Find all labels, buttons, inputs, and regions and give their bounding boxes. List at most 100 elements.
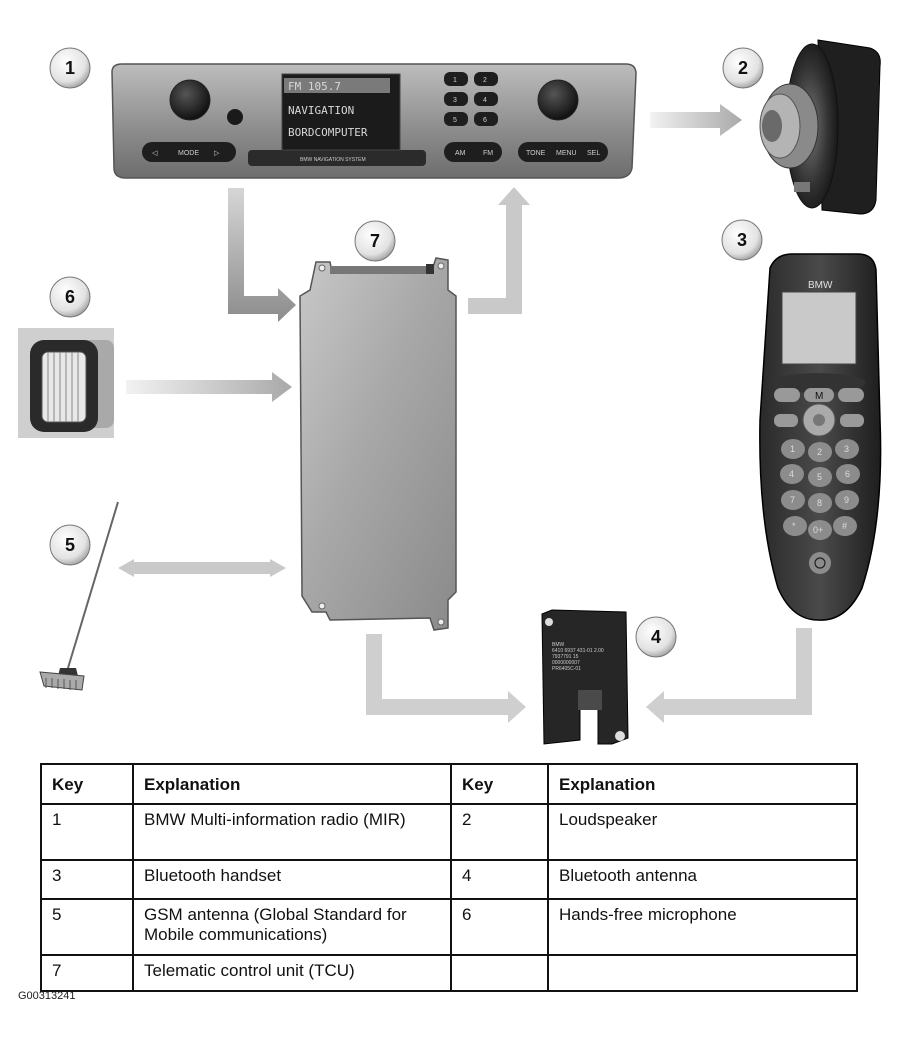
preset-label-4: 4 [483, 97, 487, 104]
handset-key-5[interactable] [808, 467, 832, 487]
preset-label-1: 1 [453, 77, 457, 84]
handset-key-label-4: 4 [789, 469, 794, 479]
bluetooth-antenna: BMW 6410 6937 431-01 2.00 7937791 15 000… [541, 609, 629, 745]
badge-3-label: 3 [737, 230, 747, 250]
mode-button[interactable] [142, 142, 236, 162]
header-key-2: Key [450, 763, 549, 805]
table-row: 1 BMW Multi-information radio (MIR) 2 Lo… [40, 803, 858, 861]
figure-id: G00313241 [18, 990, 76, 1002]
handset-key-label-3: 3 [844, 444, 849, 454]
handset-left-softkey[interactable] [774, 388, 800, 402]
preset-button-2[interactable] [474, 72, 498, 86]
header-explanation-1: Explanation [132, 763, 452, 805]
handset-key-label-6: 6 [845, 469, 850, 479]
handset-key-7[interactable] [781, 490, 805, 510]
handset-key-4[interactable] [780, 464, 804, 484]
power-icon [814, 557, 826, 569]
header-key-1: Key [40, 763, 134, 805]
am-button-label: AM [455, 150, 466, 157]
handset-menu-key[interactable] [804, 388, 834, 402]
table-cell [450, 954, 549, 992]
preset-button-6[interactable] [474, 112, 498, 126]
handset-key-1[interactable] [781, 439, 805, 459]
loudspeaker [759, 39, 881, 215]
mode-next-icon: ▷ [214, 150, 220, 157]
table-cell: 3 [40, 859, 134, 900]
connection-arrows [118, 104, 812, 723]
table-cell: Bluetooth antenna [547, 859, 858, 900]
handset-brand: BMW [808, 280, 833, 291]
arrow-mic-to-tcu [126, 372, 292, 402]
display-line-1: FM 105.7 [288, 80, 341, 93]
arrow-tcu-to-radio [468, 187, 530, 314]
badge-1: 1 [49, 47, 91, 89]
tone-button-label: TONE [526, 150, 546, 157]
handset-key-star[interactable] [783, 516, 807, 536]
key-table: Key Explanation Key Explanation 1 BMW Mu… [40, 763, 858, 992]
handset-key-hash[interactable] [833, 516, 857, 536]
header-explanation-2: Explanation [547, 763, 858, 805]
multi-information-radio: BMW NAVIGATION SYSTEM FM 105.7 NAVIGATIO… [111, 63, 637, 179]
badge-7: 7 [354, 220, 396, 262]
component-diagram: BMW NAVIGATION SYSTEM FM 105.7 NAVIGATIO… [18, 39, 882, 745]
handset-key-label-hash: # [842, 521, 847, 531]
arrow-tcu-to-bt-antenna [366, 634, 526, 723]
hands-free-microphone [18, 328, 114, 438]
preset-button-4[interactable] [474, 92, 498, 106]
bt-antenna-label-3: 7937791 15 [552, 654, 579, 660]
volume-knob[interactable] [169, 79, 211, 121]
display-line-2: NAVIGATION [288, 104, 354, 117]
table-row: 5 GSM antenna (Global Standard for Mobil… [40, 898, 858, 956]
handset-key-9[interactable] [835, 490, 859, 510]
handset-key-label-1: 1 [790, 444, 795, 454]
handset-key-label-0: 0+ [813, 525, 823, 535]
table-cell: 6 [450, 898, 549, 956]
handset-key-3[interactable] [835, 439, 859, 459]
table-cell: 7 [40, 954, 134, 992]
mode-prev-icon: ◁ [152, 150, 158, 157]
bt-antenna-label-1: BMW [552, 642, 565, 648]
badge-3: 3 [721, 219, 763, 261]
handset-key-label-star: * [792, 521, 796, 531]
preset-button-3[interactable] [444, 92, 468, 106]
table-cell: Hands-free microphone [547, 898, 858, 956]
arrow-handset-to-bt-antenna [646, 628, 812, 723]
bt-antenna-label-4: 0000000007 [552, 660, 580, 666]
handset-key-label-7: 7 [790, 495, 795, 505]
badge-5-label: 5 [65, 535, 75, 555]
fm-button-label: FM [483, 150, 493, 157]
badge-1-label: 1 [65, 58, 75, 78]
handset-call-key[interactable] [774, 414, 798, 427]
badge-6: 6 [49, 276, 91, 318]
menu-button-label: MENU [556, 150, 577, 157]
handset-key-2[interactable] [808, 442, 832, 462]
preset-button-1[interactable] [444, 72, 468, 86]
handset-right-softkey[interactable] [838, 388, 864, 402]
handset-screen [781, 291, 857, 365]
am-fm-button-group[interactable] [444, 142, 502, 162]
handset-key-0[interactable] [808, 520, 832, 540]
tone-menu-sel-group[interactable] [518, 142, 608, 162]
handset-end-key[interactable] [840, 414, 864, 427]
table-row: 3 Bluetooth handset 4 Bluetooth antenna [40, 859, 858, 900]
table-row: 7 Telematic control unit (TCU) [40, 954, 858, 992]
table-cell: 1 [40, 803, 134, 861]
tuning-knob[interactable] [537, 79, 579, 121]
gsm-antenna [39, 501, 119, 691]
handset-power-key[interactable] [809, 552, 831, 574]
microphone-grille [41, 351, 87, 423]
bluetooth-handset: BMW M 1 2 3 4 5 6 7 [759, 253, 882, 621]
badge-2-label: 2 [738, 58, 748, 78]
handset-key-6[interactable] [836, 464, 860, 484]
arrow-tcu-gsm [118, 559, 286, 577]
table-cell: 5 [40, 898, 134, 956]
handset-key-label-8: 8 [817, 498, 822, 508]
table-cell: Telematic control unit (TCU) [132, 954, 452, 992]
handset-key-label-2: 2 [817, 447, 822, 457]
preset-label-2: 2 [483, 77, 487, 84]
table-cell: GSM antenna (Global Standard for Mobile … [132, 898, 452, 956]
handset-key-8[interactable] [808, 493, 832, 513]
preset-button-5[interactable] [444, 112, 468, 126]
arrow-radio-to-speaker [650, 104, 742, 136]
badge-4-label: 4 [651, 627, 661, 647]
